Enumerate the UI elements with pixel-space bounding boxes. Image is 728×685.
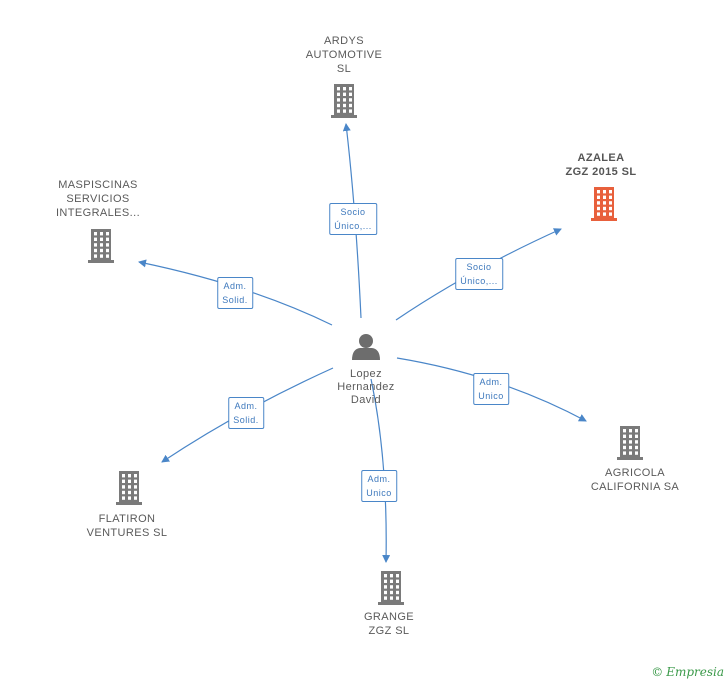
building-icon[interactable]	[378, 571, 404, 605]
person-name-line: Hernandez	[337, 381, 395, 393]
relation-badge-line: Socio	[466, 262, 492, 272]
relation-badge-line: Único,...	[334, 221, 372, 231]
company-label-line: AGRICOLA	[604, 467, 666, 479]
relation-badge-line: Solid.	[222, 295, 248, 305]
relation-badge-line: Adm.	[367, 474, 391, 484]
relation-badge-line: Adm.	[234, 401, 258, 411]
person-name[interactable]: Lopez Hernandez David	[337, 368, 394, 407]
copyright-symbol: ©	[651, 665, 664, 679]
company-label-azalea[interactable]: AZALEA ZGZ 2015 SL	[565, 151, 636, 179]
company-label-grange[interactable]: GRANGE ZGZ SL	[364, 610, 414, 638]
relation-badge-line: Unico	[366, 488, 392, 498]
building-icon[interactable]	[617, 426, 643, 460]
relation-badge-maspiscinas[interactable]: Adm. Solid.	[217, 277, 253, 309]
building-icon[interactable]	[331, 84, 357, 118]
building-icon[interactable]	[591, 187, 617, 221]
edge-grange	[370, 378, 391, 563]
company-label-agricola[interactable]: AGRICOLA CALIFORNIA SA	[591, 466, 679, 494]
relation-badge-grange[interactable]: Adm. Unico	[361, 470, 397, 502]
company-label-line: GRANGE	[363, 611, 415, 623]
brand-name: Empresia	[666, 665, 724, 679]
company-label-line: SERVICIOS	[66, 193, 130, 205]
person-name-line: David	[350, 394, 382, 406]
person-icon[interactable]	[352, 334, 380, 360]
company-label-line: AUTOMOTIVE	[305, 49, 383, 61]
relation-badge-agricola[interactable]: Adm. Unico	[473, 373, 509, 405]
relation-badge-line: Único,...	[460, 276, 498, 286]
company-label-line: INTEGRALES...	[55, 207, 141, 219]
company-label-line: SL	[336, 63, 352, 75]
footer-brand[interactable]: ©Empresia	[651, 665, 724, 679]
company-label-maspiscinas[interactable]: MASPISCINAS SERVICIOS INTEGRALES...	[56, 178, 140, 220]
company-label-ardys[interactable]: ARDYS AUTOMOTIVE SL	[306, 34, 383, 76]
company-label-line: MASPISCINAS	[58, 179, 138, 191]
company-label-flatiron[interactable]: FLATIRON VENTURES SL	[87, 512, 168, 540]
relation-badge-line: Solid.	[233, 415, 259, 425]
relation-badge-flatiron[interactable]: Adm. Solid.	[228, 397, 264, 429]
company-label-line: AZALEA	[577, 152, 625, 164]
building-icon[interactable]	[88, 229, 114, 263]
company-label-line: CALIFORNIA SA	[590, 481, 680, 493]
company-label-line: ARDYS	[324, 35, 364, 47]
relation-badge-line: Adm.	[223, 281, 247, 291]
company-label-line: VENTURES SL	[86, 527, 168, 539]
icons-layer	[88, 84, 643, 605]
company-label-line: ZGZ SL	[368, 625, 410, 637]
building-icon[interactable]	[116, 471, 142, 505]
company-label-line: FLATIRON	[98, 513, 156, 525]
relation-badge-line: Socio	[340, 207, 366, 217]
person-name-line: Lopez	[350, 368, 382, 380]
relation-badge-line: Unico	[478, 391, 504, 401]
relation-badge-line: Adm.	[479, 377, 503, 387]
company-label-line: ZGZ 2015 SL	[565, 166, 637, 178]
